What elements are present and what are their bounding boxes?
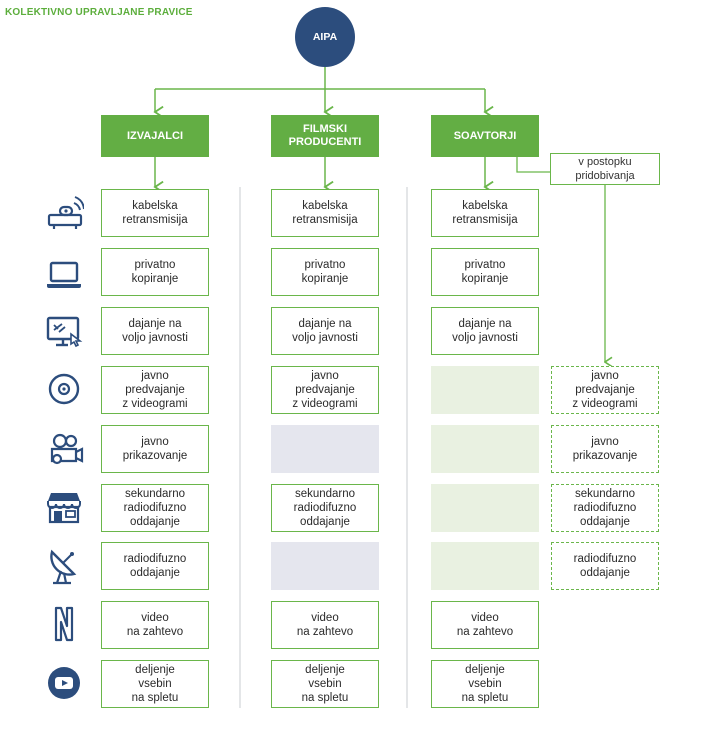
right-cell-r2-c2: dajanje na voljo javnosti xyxy=(431,307,539,355)
right-cell-r8-c1: deljenje vsebin na spletu xyxy=(271,660,379,708)
right-cell-r3-c3: javno predvajanje z videogrami xyxy=(551,366,659,414)
store-icon xyxy=(47,493,81,524)
empty-cell-r4-c1 xyxy=(271,425,379,473)
right-cell-r3-c1: javno predvajanje z videogrami xyxy=(271,366,379,414)
empty-cell-r4-c2 xyxy=(431,425,539,473)
empty-cell-r3-c2 xyxy=(431,366,539,414)
right-cell-r7-c1: video na zahtevo xyxy=(271,601,379,649)
right-cell-r5-c3: sekundarno radiodifuzno oddajanje xyxy=(551,484,659,532)
netflix-icon xyxy=(54,606,74,642)
empty-cell-r5-c2 xyxy=(431,484,539,532)
header-izvajalci: IZVAJALCI xyxy=(101,115,209,157)
right-cell-r0-c0: kabelska retransmisija xyxy=(101,189,209,237)
chart-title: KOLEKTIVNO UPRAVLJANE PRAVICE xyxy=(5,7,193,18)
disc-icon xyxy=(48,373,80,405)
right-cell-r2-c1: dajanje na voljo javnosti xyxy=(271,307,379,355)
right-cell-r7-c0: video na zahtevo xyxy=(101,601,209,649)
empty-cell-r6-c2 xyxy=(431,542,539,590)
router-icon xyxy=(47,196,84,229)
right-cell-r1-c1: privatno kopiranje xyxy=(271,248,379,296)
right-cell-r0-c2: kabelska retransmisija xyxy=(431,189,539,237)
right-cell-r1-c2: privatno kopiranje xyxy=(431,248,539,296)
right-cell-r6-c3: radiodifuzno oddajanje xyxy=(551,542,659,590)
right-cell-r1-c0: privatno kopiranje xyxy=(101,248,209,296)
right-cell-r4-c0: javno prikazovanje xyxy=(101,425,209,473)
right-cell-r2-c0: dajanje na voljo javnosti xyxy=(101,307,209,355)
right-cell-r6-c0: radiodifuzno oddajanje xyxy=(101,542,209,590)
header-soavtorji: SOAVTORJI xyxy=(431,115,539,157)
header-filmski-producenti: FILMSKI PRODUCENTI xyxy=(271,115,379,157)
root-node-aipa: AIPA xyxy=(295,7,355,67)
laptop-icon xyxy=(47,261,81,288)
right-cell-r3-c0: javno predvajanje z videogrami xyxy=(101,366,209,414)
projector-icon xyxy=(50,433,84,465)
pending-note: v postopku pridobivanja xyxy=(550,153,660,185)
right-cell-r8-c2: deljenje vsebin na spletu xyxy=(431,660,539,708)
satellite-dish-icon xyxy=(50,549,77,585)
right-cell-r7-c2: video na zahtevo xyxy=(431,601,539,649)
right-cell-r5-c1: sekundarno radiodifuzno oddajanje xyxy=(271,484,379,532)
right-cell-r5-c0: sekundarno radiodifuzno oddajanje xyxy=(101,484,209,532)
right-cell-r0-c1: kabelska retransmisija xyxy=(271,189,379,237)
empty-cell-r6-c1 xyxy=(271,542,379,590)
right-cell-r8-c0: deljenje vsebin na spletu xyxy=(101,660,209,708)
monitor-touch-icon xyxy=(46,316,83,348)
youtube-icon xyxy=(48,667,80,699)
right-cell-r4-c3: javno prikazovanje xyxy=(551,425,659,473)
